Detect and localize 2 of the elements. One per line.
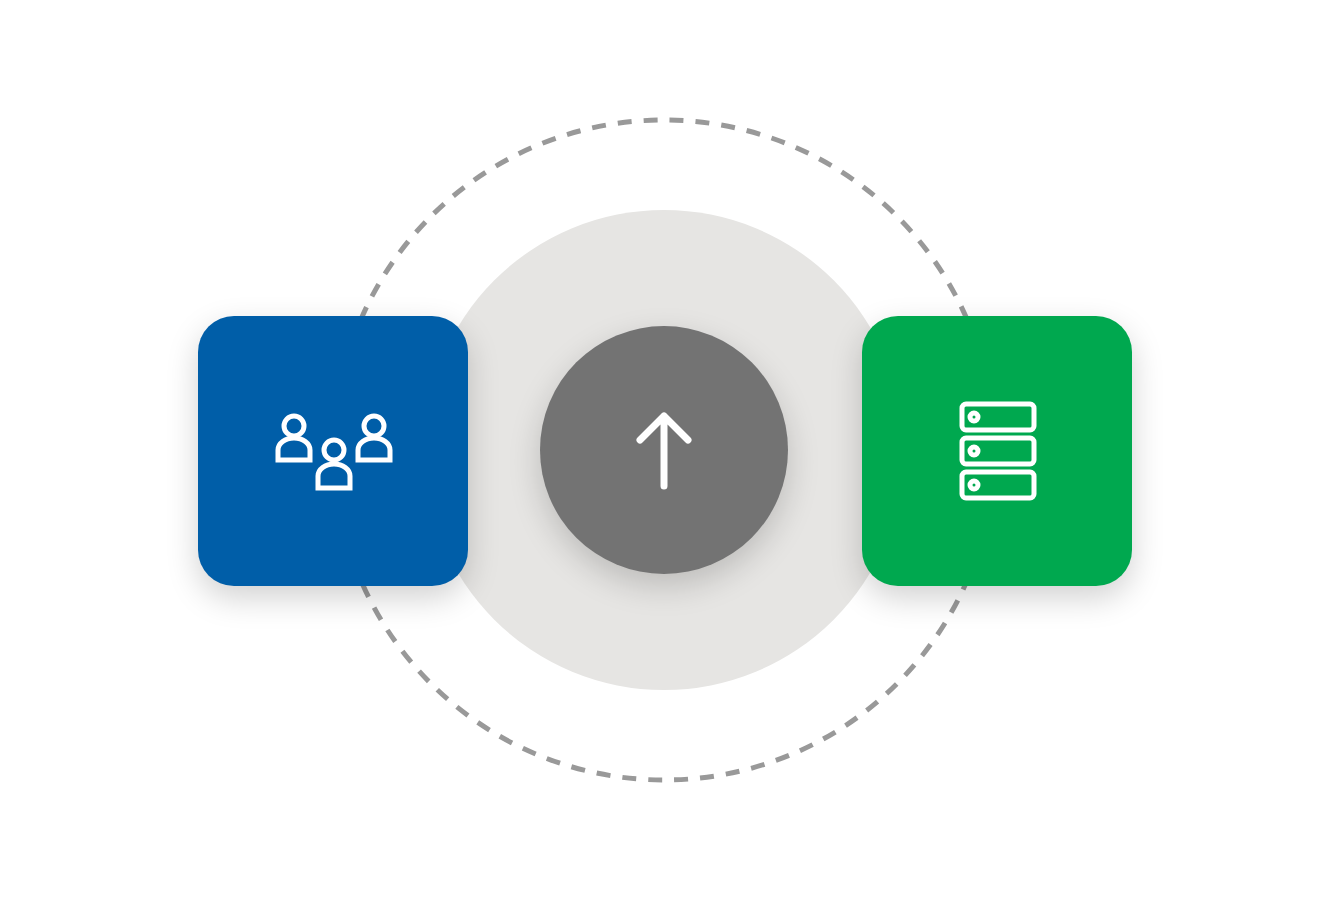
rounded-tile <box>862 316 1132 586</box>
rounded-tile <box>198 316 468 586</box>
